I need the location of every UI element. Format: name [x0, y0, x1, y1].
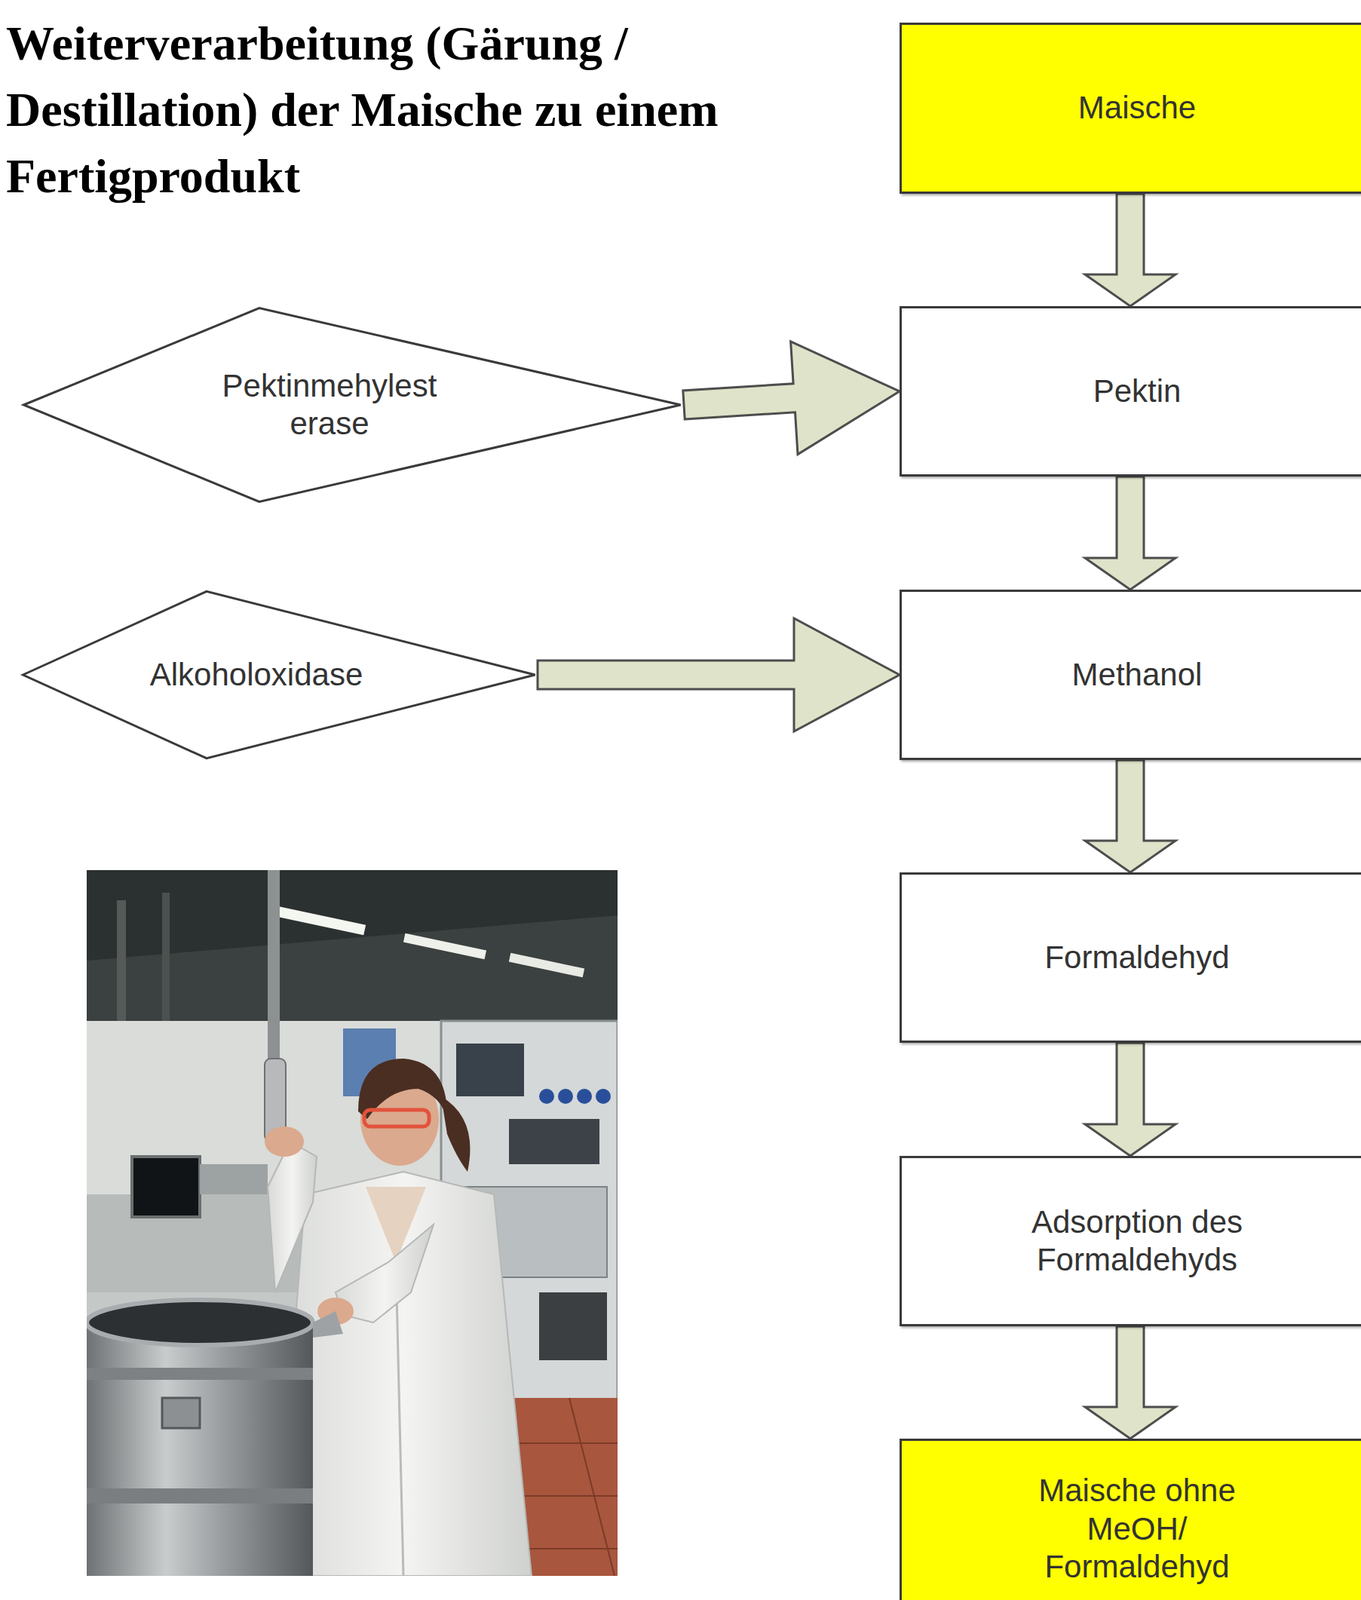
process-box: Methanol [899, 589, 1361, 761]
title-text: Weiterverarbeitung (Gärung / Destillatio… [6, 16, 718, 203]
node-label: Maische ohne MeOH/ Formaldehyd [1008, 1471, 1266, 1586]
node-label: Maische [1078, 88, 1196, 127]
title-block: Weiterverarbeitung (Gärung / Destillatio… [6, 10, 874, 210]
block-arrow [683, 341, 900, 455]
block-arrow [1085, 476, 1176, 590]
block-arrow [1085, 760, 1176, 873]
block-arrow [1085, 1326, 1176, 1439]
block-arrow [1085, 1042, 1176, 1156]
process-box: Formaldehyd [899, 872, 1361, 1043]
node-label: Methanol [1072, 655, 1203, 694]
node-label: Pektin [1093, 372, 1182, 411]
node-label: Adsorption des Formaldehyds [1001, 1203, 1273, 1280]
process-box: Pektin [899, 306, 1361, 477]
enzyme-diamond: Pektinmehylest erase [20, 306, 684, 504]
enzyme-diamond: Alkoholoxidase [20, 589, 538, 761]
node-label: Formaldehyd [1044, 938, 1230, 977]
end-box: Maische ohne MeOH/ Formaldehyd [899, 1438, 1361, 1600]
start-box: Maische [899, 22, 1361, 194]
process-box: Adsorption des Formaldehyds [899, 1155, 1361, 1327]
node-label: Pektinmehylest erase [186, 367, 473, 444]
lab-photo [86, 870, 618, 1576]
diamond-outline [20, 306, 684, 504]
node-label: Alkoholoxidase [150, 655, 364, 694]
block-arrow [537, 618, 900, 732]
block-arrow [1085, 193, 1176, 307]
